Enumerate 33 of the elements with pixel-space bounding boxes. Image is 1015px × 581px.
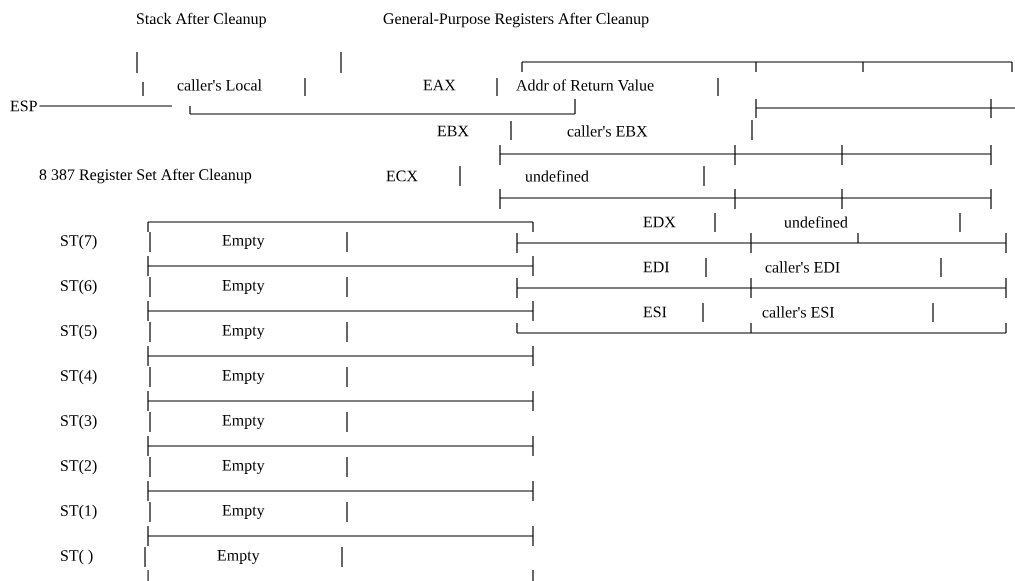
register-name: ST(3) bbox=[61, 414, 97, 430]
register-name: ECX bbox=[386, 170, 418, 182]
cell-text: Empty bbox=[222, 505, 265, 519]
cell-text: Empty bbox=[217, 550, 260, 564]
register-name: EDX bbox=[643, 216, 676, 228]
register-name: ST(2) bbox=[61, 459, 97, 475]
heading: General-Purpose Registers After Cleanup bbox=[383, 12, 649, 28]
heading: 8 387 Register Set After Cleanup bbox=[39, 168, 252, 184]
cell-text: undefined bbox=[525, 170, 589, 182]
register-name: ST(1) bbox=[61, 504, 97, 520]
cell-text: caller's Local bbox=[177, 79, 262, 91]
register-name: ST(7) bbox=[61, 234, 97, 250]
cell-text: caller's EBX bbox=[567, 125, 648, 137]
cell-text: Empty bbox=[222, 415, 265, 429]
register-name: ST( ) bbox=[61, 549, 93, 565]
register-name: ESP bbox=[10, 100, 37, 112]
cell-text: Empty bbox=[222, 370, 265, 384]
register-name: EAX bbox=[423, 79, 456, 91]
cell-text: caller's ESI bbox=[762, 306, 834, 318]
register-name: EBX bbox=[437, 125, 469, 137]
cell-text: Empty bbox=[222, 460, 265, 474]
cell-text: undefined bbox=[784, 216, 848, 228]
cell-text: caller's EDI bbox=[765, 261, 840, 273]
register-name: ST(4) bbox=[61, 369, 97, 385]
cell-text: Addr of Return Value bbox=[516, 79, 654, 91]
register-name: EDI bbox=[643, 261, 670, 273]
register-name: ST(6) bbox=[61, 279, 97, 295]
register-name: ST(5) bbox=[61, 324, 97, 340]
register-name: ESI bbox=[643, 306, 667, 318]
cell-text: Empty bbox=[222, 325, 265, 339]
cell-text: Empty bbox=[222, 280, 265, 294]
cell-text: Empty bbox=[222, 235, 265, 249]
heading: Stack After Cleanup bbox=[137, 12, 266, 28]
